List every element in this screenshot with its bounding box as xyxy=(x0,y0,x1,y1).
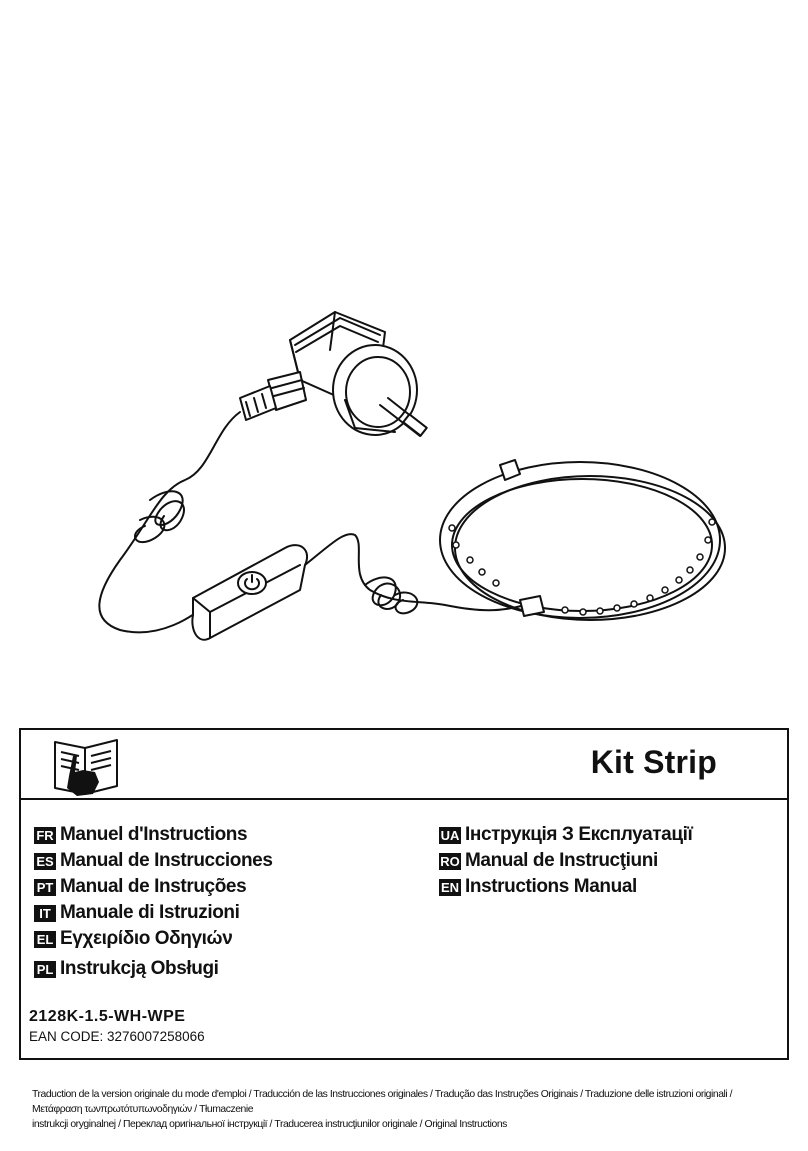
list-item: IT Manuale di Istruzioni xyxy=(34,900,273,926)
panel-header: Kit Strip xyxy=(21,730,787,800)
lang-code-badge: EL xyxy=(34,930,56,948)
list-item: FR Manuel d'Instructions xyxy=(34,822,273,848)
translation-note: Traduction de la version originale du mo… xyxy=(32,1087,780,1132)
info-panel: Kit Strip FR Manuel d'Instructions ES Ma… xyxy=(19,728,789,1060)
lang-code-badge: EN xyxy=(439,878,461,896)
power-plug-icon xyxy=(239,311,428,437)
lang-code-badge: RO xyxy=(439,852,461,870)
language-list-left: FR Manuel d'Instructions ES Manual de In… xyxy=(34,822,273,982)
product-title: Kit Strip xyxy=(590,744,717,780)
lang-code-badge: ES xyxy=(34,852,56,870)
product-illustration xyxy=(98,311,726,641)
ean-code: EAN CODE: 3276007258066 xyxy=(29,1029,205,1044)
manual-book-icon xyxy=(54,739,118,796)
lang-code-badge: IT xyxy=(34,904,56,922)
list-item: ES Manual de Instrucciones xyxy=(34,848,273,874)
list-item: EN Instructions Manual xyxy=(439,874,692,900)
list-item: PL Instrukcją Obsługi xyxy=(34,956,273,982)
lang-label: Εγχειρίδιο Οδηγιών xyxy=(60,928,233,949)
lang-label: Інструкція З Експлуатації xyxy=(465,824,693,845)
lang-label: Manuale di Istruzioni xyxy=(60,902,240,923)
list-item: EL Εγχειρίδιο Οδηγιών xyxy=(34,926,273,952)
lang-label: Manual de Instrucciones xyxy=(60,850,273,871)
lang-label: Manual de Instruções xyxy=(60,876,247,897)
list-item: UA Інструкція З Експлуатації xyxy=(439,822,693,848)
lang-label: Instrukcją Obsługi xyxy=(60,958,219,979)
language-list-right: UA Інструкція З Експлуатації RO Manual d… xyxy=(439,822,693,900)
list-item: PT Manual de Instruções xyxy=(34,874,273,900)
translation-note-line: Traduction de la version originale du mo… xyxy=(32,1089,733,1115)
power-button-icon xyxy=(237,571,267,595)
lang-label: Manuel d'Instructions xyxy=(60,824,248,845)
lang-code-badge: FR xyxy=(34,826,56,844)
lang-code-badge: UA xyxy=(439,826,461,844)
translation-note-line: instrukcji oryginalnej / Переклад оригін… xyxy=(32,1119,507,1130)
lang-label: Instructions Manual xyxy=(465,876,637,897)
list-item: RO Manual de Instrucţiuni xyxy=(439,848,692,874)
lang-code-badge: PL xyxy=(34,960,56,978)
lang-code-badge: PT xyxy=(34,878,56,896)
lang-label: Manual de Instrucţiuni xyxy=(465,850,658,871)
model-number: 2128K-1.5-WH-WPE xyxy=(29,1008,186,1025)
